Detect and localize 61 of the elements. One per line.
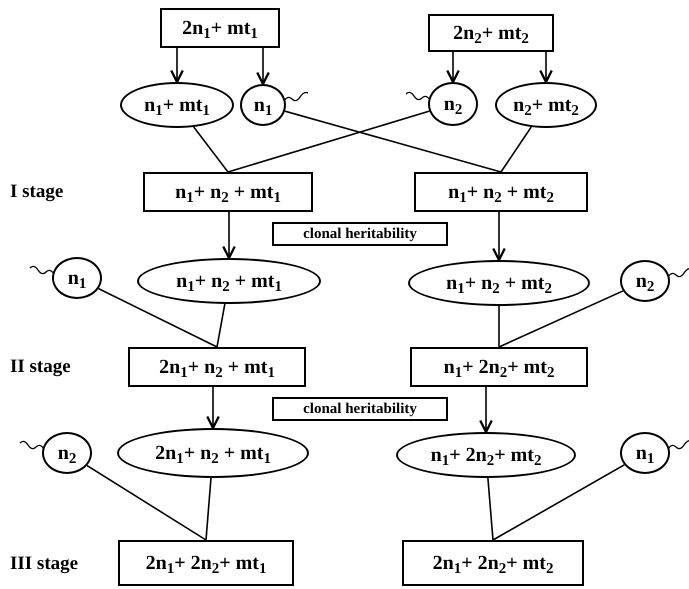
arrow <box>492 212 506 262</box>
formula-box <box>410 347 588 387</box>
note-text: clonal heritability <box>303 402 417 416</box>
formula-text: n$_{1}$ <box>254 95 272 115</box>
arrow <box>539 52 553 84</box>
formula-text: n$_{1}$+ 2n$_{2}$+ mt$_{2}$ <box>444 357 554 377</box>
connector-line <box>216 304 226 348</box>
formula-box <box>118 540 294 586</box>
formula-text: n$_{2}$ <box>444 94 462 114</box>
stage-label: II stage <box>10 355 71 379</box>
note-box <box>272 397 448 421</box>
nucleus-circle <box>620 432 670 474</box>
connector-line <box>498 290 624 348</box>
formula-text: n$_{1}$ <box>636 443 654 463</box>
connector-line <box>98 288 218 348</box>
arrow <box>206 387 220 430</box>
formula-text: n$_{2}$ <box>58 443 76 463</box>
formula-text: 2n$_{1}$+ n$_{2}$ + mt$_{1}$ <box>155 443 271 463</box>
formula-box <box>414 172 588 212</box>
nucleus-circle <box>620 260 670 302</box>
arrow <box>222 212 236 260</box>
formula-box <box>160 8 280 48</box>
note-text: clonal heritability <box>303 226 417 242</box>
stage-label: III stage <box>10 552 78 576</box>
arrow <box>479 387 493 434</box>
arrow <box>170 48 184 84</box>
formula-text: 2n$_{1}$+ 2n$_{2}$+ mt$_{1}$ <box>146 553 266 573</box>
note-box <box>272 222 448 246</box>
nucleus-circle <box>428 82 478 126</box>
stage-label: I stage <box>10 180 64 204</box>
formula-text: n$_{2}$+ mt$_{2}$ <box>513 95 579 115</box>
formula-text: 2n$_{2}$+ mt$_{2}$ <box>453 23 529 43</box>
nucleus-circle <box>52 257 102 299</box>
formula-text: n$_{2}$ <box>636 271 654 291</box>
connector-line <box>500 126 532 172</box>
formula-text: n$_{1}$+ n$_{2}$ + mt$_{2}$ <box>448 182 554 202</box>
formula-text: n$_{1}$+ n$_{2}$ + mt$_{1}$ <box>176 271 282 291</box>
connector-line <box>284 110 502 173</box>
connector-line <box>228 110 430 173</box>
formula-box <box>128 347 306 387</box>
formula-text: 2n$_{1}$+ n$_{2}$ + mt$_{1}$ <box>159 357 275 377</box>
formula-text: n$_{1}$ <box>68 268 86 288</box>
formula-text: n$_{1}$+ n$_{2}$ + mt$_{2}$ <box>446 273 552 293</box>
connector-line <box>498 306 500 347</box>
arrow <box>256 48 270 86</box>
formula-text: n$_{1}$+ n$_{2}$ + mt$_{1}$ <box>175 182 281 202</box>
formula-box <box>402 540 584 586</box>
formula-box <box>428 14 554 52</box>
formula-text: 2n$_{1}$+ mt$_{1}$ <box>182 18 258 38</box>
connector-line <box>487 478 494 540</box>
formula-text: n$_{1}$+ mt$_{1}$ <box>144 95 210 115</box>
nucleus-circle <box>42 432 92 474</box>
connector-line <box>492 464 625 541</box>
formula-text: n$_{1}$+ 2n$_{2}$+ mt$_{2}$ <box>430 445 542 465</box>
arrow <box>446 52 460 84</box>
formula-box <box>143 172 313 212</box>
nucleus-circle <box>240 84 286 126</box>
connector-line <box>86 464 206 541</box>
connector-line <box>193 126 229 172</box>
formula-text: 2n$_{1}$+ 2n$_{2}$+ mt$_{2}$ <box>432 553 554 573</box>
connector-line <box>205 478 212 540</box>
